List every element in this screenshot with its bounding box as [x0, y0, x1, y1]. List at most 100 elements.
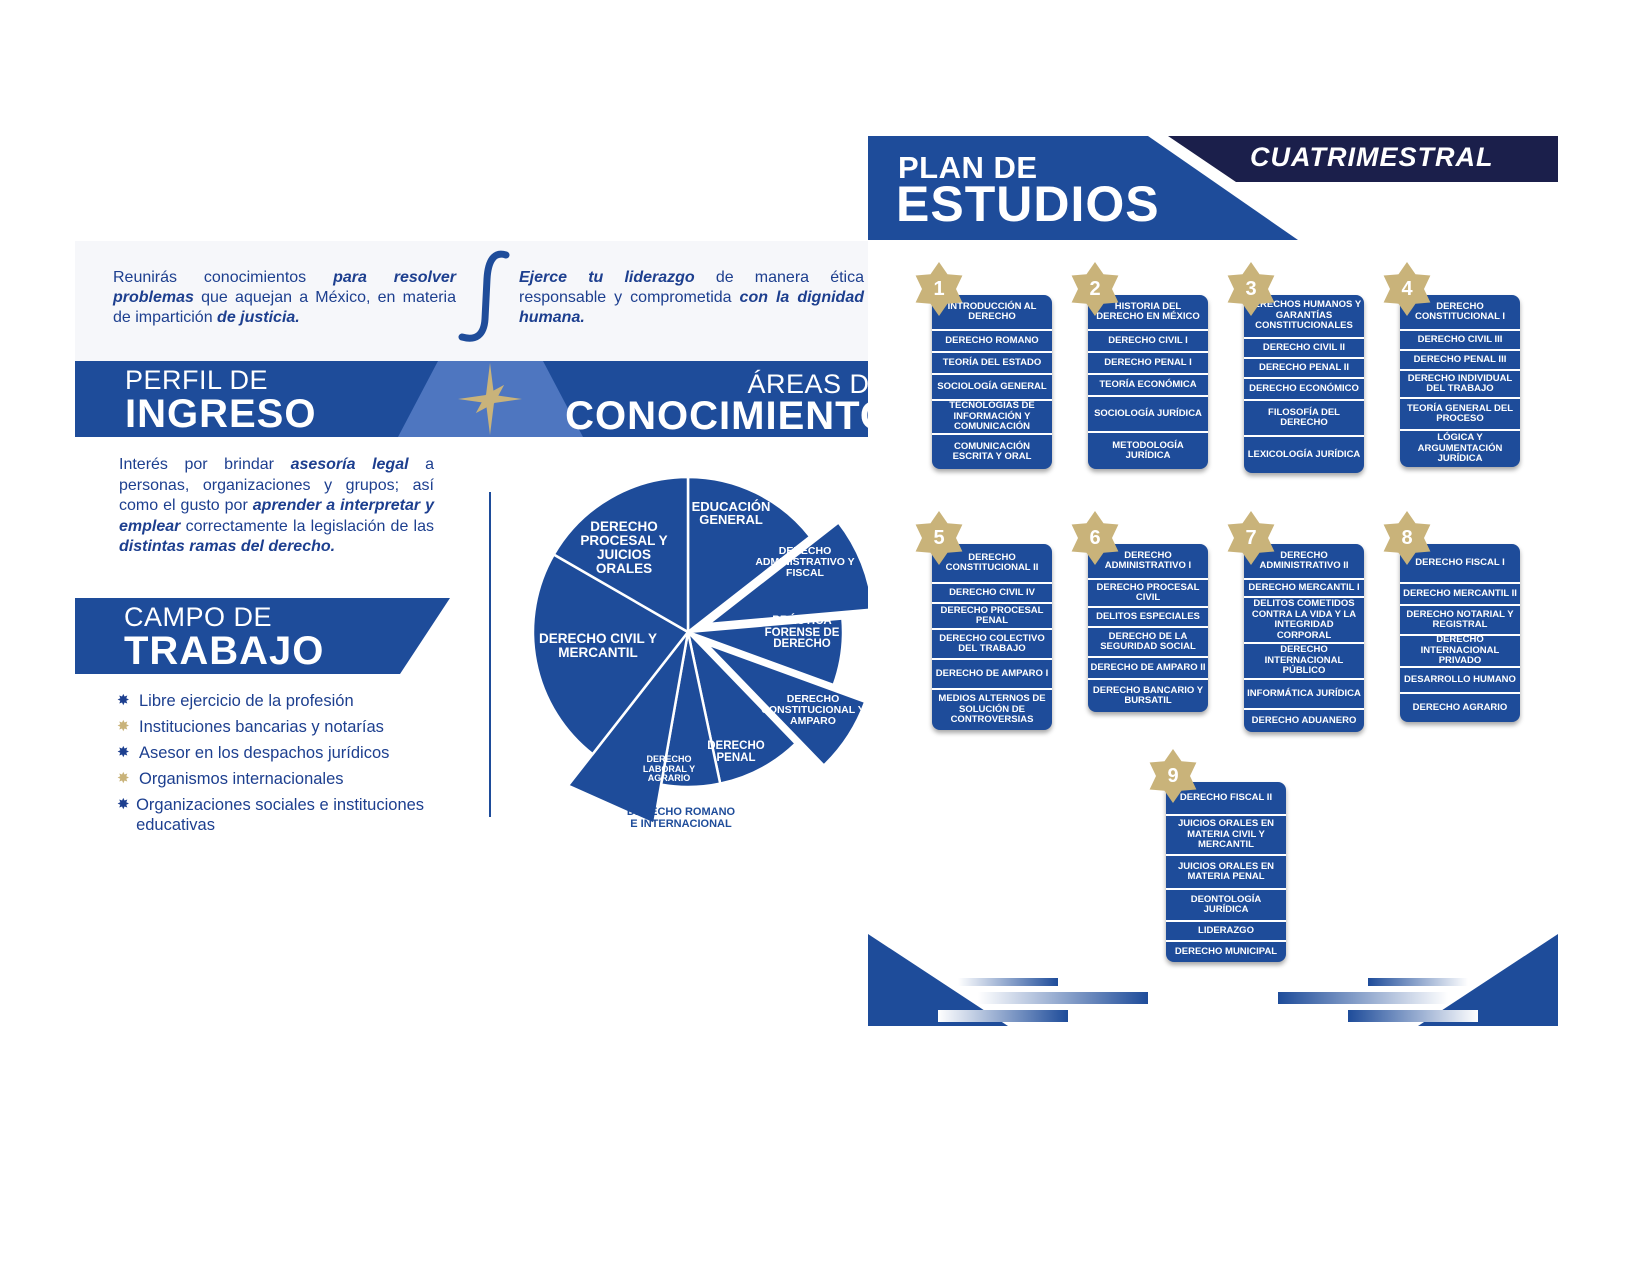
pie-slice: [687, 617, 845, 687]
subject-item: DERECHO CIVIL IV: [932, 584, 1052, 604]
subject-item: TEORÍA DEL ESTADO: [932, 353, 1052, 375]
campo-title-small: CAMPO DE: [124, 602, 273, 632]
subject-item: DERECHO ADMINISTRATIVO I: [1088, 544, 1208, 580]
semester-badge-5: 5: [912, 511, 966, 565]
area-label: PRÁCTICA FORENSE DE DERECHO: [764, 615, 840, 650]
subject-item: DERECHO COLECTIVO DEL TRABAJO: [932, 630, 1052, 660]
subject-item: TECNOLOGÍAS DE INFORMACIÓN Y COMUNICACIÓ…: [932, 401, 1052, 435]
subject-item: JUICIOS ORALES EN MATERIA CIVIL Y MERCAN…: [1166, 816, 1286, 856]
six-point-star-icon: [915, 262, 963, 316]
perfil-part: correctamente la legislación de las: [180, 517, 434, 535]
subject-item: DERECHO DE LA SEGURIDAD SOCIAL: [1088, 628, 1208, 658]
subject-item: DELITOS ESPECIALES: [1088, 608, 1208, 628]
subject-item: FILOSOFÍA DEL DERECHO: [1244, 401, 1364, 437]
six-point-star-icon: [1071, 511, 1119, 565]
list-item: ✸Instituciones bancarias y notarías: [117, 717, 447, 737]
semester-number: 9: [1167, 764, 1179, 787]
pie-slice: [705, 642, 867, 768]
subject-item: DERECHO INDIVIDUAL DEL TRABAJO: [1400, 371, 1520, 399]
perfil-part: Interés por brindar: [119, 456, 291, 473]
subject-item: DEONTOLOGÍA JURÍDICA: [1166, 890, 1286, 922]
intro-right-part: de manera ética responsable y comprometi…: [519, 269, 864, 306]
area-label: DERECHO PROCESAL Y JUICIOS ORALES: [580, 519, 668, 576]
intro-left-part: que aquejan a México, en materia de impa…: [113, 289, 456, 326]
perfil-emph: asesoría legal: [290, 456, 409, 473]
subject-item: INTRODUCCIÓN AL DERECHO: [932, 295, 1052, 331]
six-point-star-icon: [1149, 749, 1197, 803]
perfil-emph: distintas ramas del derecho.: [119, 538, 336, 555]
semester-number: 3: [1245, 277, 1257, 300]
perfil-emph: aprender a interpretar y emplear: [119, 497, 435, 535]
plan-header-shape: [868, 136, 1558, 240]
subject-item: DERECHO PROCESAL CIVIL: [1088, 580, 1208, 608]
campo-item-text: Libre ejercicio de la profesión: [139, 692, 354, 710]
six-point-star-icon: [1383, 262, 1431, 316]
subject-item: DERECHO MERCANTIL II: [1400, 584, 1520, 606]
subject-item: LÓGICA Y ARGUMENTACIÓN JURÍDICA: [1417, 432, 1503, 465]
integral-divider-icon: [458, 250, 510, 342]
perfil-title-small: PERFIL DE: [125, 365, 269, 395]
intro-left-part: Reunirás conocimientos: [113, 269, 334, 286]
semester-badge-4: 4: [1380, 262, 1434, 316]
subject-item: DERECHO MUNICIPAL: [1174, 945, 1278, 957]
subject-item: SOCIOLOGÍA JURÍDICA: [1088, 397, 1208, 433]
plan-modality: CUATRIMESTRAL: [1250, 142, 1494, 172]
area-label: DERECHO CONSTITUCIONAL Y AMPARO: [761, 693, 865, 727]
subject-item: DERECHO AGRARIO: [1412, 701, 1508, 713]
subject-item: JUICIOS ORALES EN MATERIA PENAL: [1166, 856, 1286, 890]
semester-card-3: DERECHOS HUMANOS Y GARANTÍAS CONSTITUCIO…: [1244, 295, 1364, 473]
campo-item-text: Asesor en los despachos jurídicos: [139, 744, 390, 762]
subject-item: TEORÍA GENERAL DEL PROCESO: [1400, 399, 1520, 431]
campo-title-big: TRABAJO: [124, 629, 325, 673]
subject-item: DERECHO INTERNACIONAL PRIVADO: [1400, 635, 1520, 668]
semester-badge-8: 8: [1380, 511, 1434, 565]
subject-item: COMUNICACIÓN ESCRITA Y ORAL: [952, 440, 1032, 462]
area-label: DERECHO ADMINISTRATIVO Y FISCAL: [755, 545, 855, 579]
area-label: DERECHO LABORAL Y AGRARIO: [642, 754, 696, 783]
subject-item: DERECHO DE AMPARO I: [932, 660, 1052, 690]
star-bullet-icon: ✸: [117, 718, 130, 735]
areas-pie-chart: [531, 475, 875, 826]
subject-item: DERECHO PENAL III: [1400, 351, 1520, 371]
campo-item-text: Organizaciones sociales e instituciones …: [136, 796, 425, 834]
subject-item: DERECHO MERCANTIL I: [1244, 580, 1364, 598]
subject-item: TEORÍA ECONÓMICA: [1088, 375, 1208, 397]
semester-number: 2: [1089, 277, 1101, 300]
footer-decoration-left: [868, 934, 1148, 1026]
area-label: DERECHO PENAL: [707, 740, 765, 764]
intro-left-emph: para resolver problemas: [113, 269, 456, 306]
pie-slice: [552, 475, 690, 635]
subject-item: DERECHO CIVIL I: [1088, 331, 1208, 353]
semester-number: 7: [1245, 526, 1257, 549]
star-icon: [458, 363, 522, 435]
semester-number: 4: [1401, 277, 1413, 300]
area-label: DERECHO CIVIL Y MERCANTIL: [538, 631, 658, 660]
semester-number: 5: [933, 526, 945, 549]
semester-badge-2: 2: [1068, 262, 1122, 316]
subject-item: MEDIOS ALTERNOS DE SOLUCIÓN DE CONTROVER…: [938, 693, 1046, 726]
subject-item: LIDERAZGO: [1166, 922, 1286, 942]
subject-item: METODOLOGÍA JURÍDICA: [1112, 439, 1184, 461]
six-point-star-icon: [1383, 511, 1431, 565]
subject-item: DERECHO CIVIL II: [1244, 339, 1364, 359]
six-point-star-icon: [1227, 511, 1275, 565]
six-point-star-icon: [1227, 262, 1275, 316]
subject-item: DERECHO FISCAL II: [1166, 782, 1286, 816]
semester-badge-7: 7: [1224, 511, 1278, 565]
subject-item: DERECHO ADUANERO: [1251, 714, 1357, 726]
semester-badge-1: 1: [912, 262, 966, 316]
areas-title-small: ÁREAS DE: [747, 369, 888, 399]
star-bullet-icon: ✸: [117, 744, 130, 761]
list-item: ✸Libre ejercicio de la profesión: [117, 691, 447, 711]
intro-left-text: Reunirás conocimientos para resolver pro…: [113, 268, 456, 328]
subject-item: DERECHO PENAL I: [1088, 353, 1208, 375]
subject-item: DERECHO FISCAL I: [1400, 544, 1520, 584]
pie-slice: [531, 552, 690, 756]
subject-item: DERECHO PROCESAL PENAL: [932, 604, 1052, 630]
semester-number: 8: [1401, 526, 1413, 549]
